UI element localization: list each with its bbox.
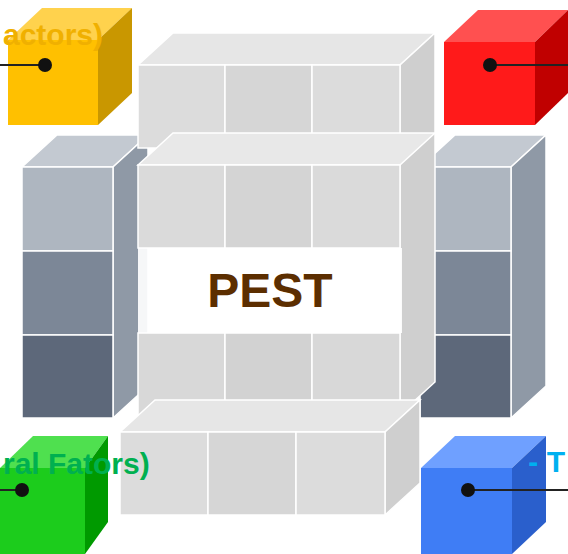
center-band: PEST xyxy=(138,248,402,333)
center-grid xyxy=(120,33,435,515)
factor-label: ral Fators) xyxy=(3,447,150,481)
factor-label: - T xyxy=(528,445,565,479)
left-column xyxy=(22,135,148,418)
yellow-cube xyxy=(0,8,132,125)
factor-label: actors) xyxy=(3,18,103,52)
right-column xyxy=(420,135,546,418)
blue-cube xyxy=(421,436,568,554)
red-cube xyxy=(444,10,568,125)
band-title: PEST xyxy=(207,263,332,318)
